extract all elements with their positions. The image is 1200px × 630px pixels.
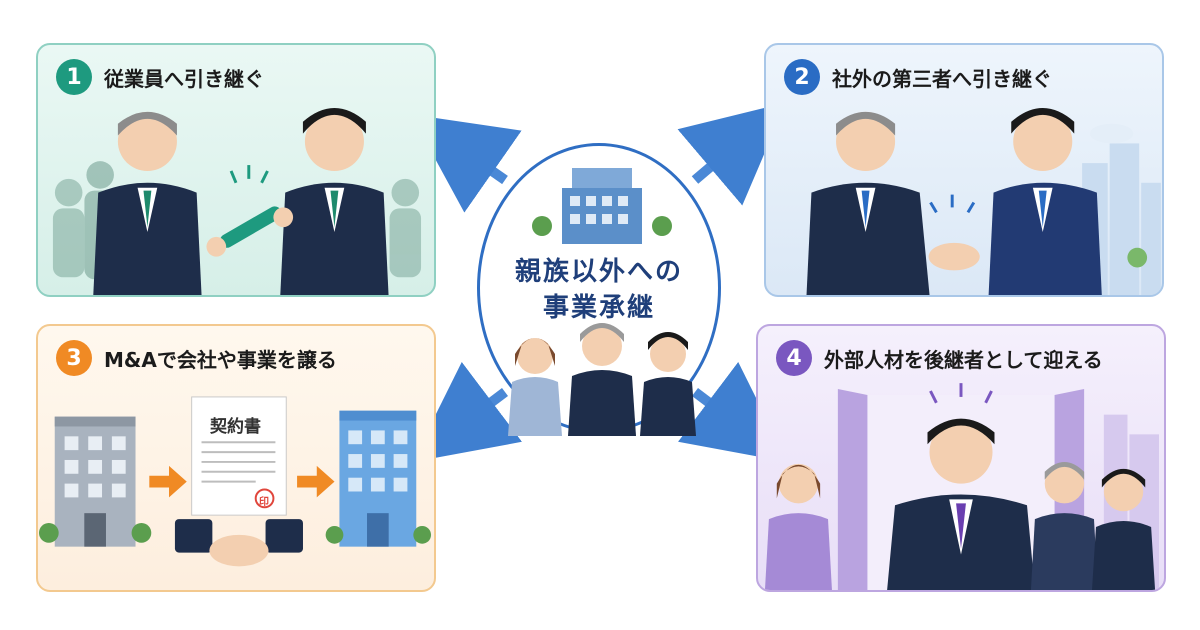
panel-title: M&Aで会社や事業を譲る (104, 347, 337, 372)
center-topic: 親族以外への 事業承継 (477, 143, 721, 436)
baton-icon (220, 206, 282, 248)
panel-header: 4 外部人材を後継者として迎える (776, 340, 1103, 376)
contract-icon (191, 396, 287, 516)
panel-ma: 契約書 印 3 M&Aで会社や事業を譲る (36, 324, 436, 592)
panel-header: 2 社外の第三者へ引き継ぐ (784, 59, 1052, 95)
panel-header: 3 M&Aで会社や事業を譲る (56, 340, 337, 376)
step-number: 4 (776, 340, 812, 376)
panel-title: 外部人材を後継者として迎える (824, 347, 1103, 372)
handshake-icon (928, 242, 980, 271)
center-title: 親族以外への 事業承継 (480, 254, 718, 326)
step-number: 3 (56, 340, 92, 376)
contract-title: 契約書 (210, 417, 261, 437)
arrow-icon (677, 102, 787, 206)
panel-third-party: 2 社外の第三者へ引き継ぐ (764, 43, 1164, 297)
scene-ma-transfer (38, 396, 432, 567)
scene-successor-welcome (764, 383, 1159, 590)
panel-header: 1 従業員へ引き継ぐ (56, 59, 264, 95)
seal-stamp: 印 (259, 497, 269, 508)
panel-title: 従業員へ引き継ぐ (104, 66, 264, 91)
building-icon (325, 410, 432, 547)
arrow-icon (677, 361, 788, 463)
panel-title: 社外の第三者へ引き継ぐ (832, 66, 1052, 91)
arrow-icon (411, 114, 522, 213)
building-icon (38, 416, 152, 547)
center-title-line1: 親族以外への (514, 257, 683, 287)
step-number: 2 (784, 59, 820, 95)
scene-employee-handover (52, 107, 422, 295)
step-number: 1 (56, 59, 92, 95)
panel-external-talent: 4 外部人材を後継者として迎える (756, 324, 1166, 592)
panel-employee: 1 従業員へ引き継ぐ (36, 43, 436, 297)
building-icon (532, 168, 672, 244)
scene-handshake (806, 107, 1161, 295)
center-title-line2: 事業承継 (542, 293, 655, 323)
center-illustration (508, 168, 696, 436)
arrow-icon (412, 361, 523, 463)
